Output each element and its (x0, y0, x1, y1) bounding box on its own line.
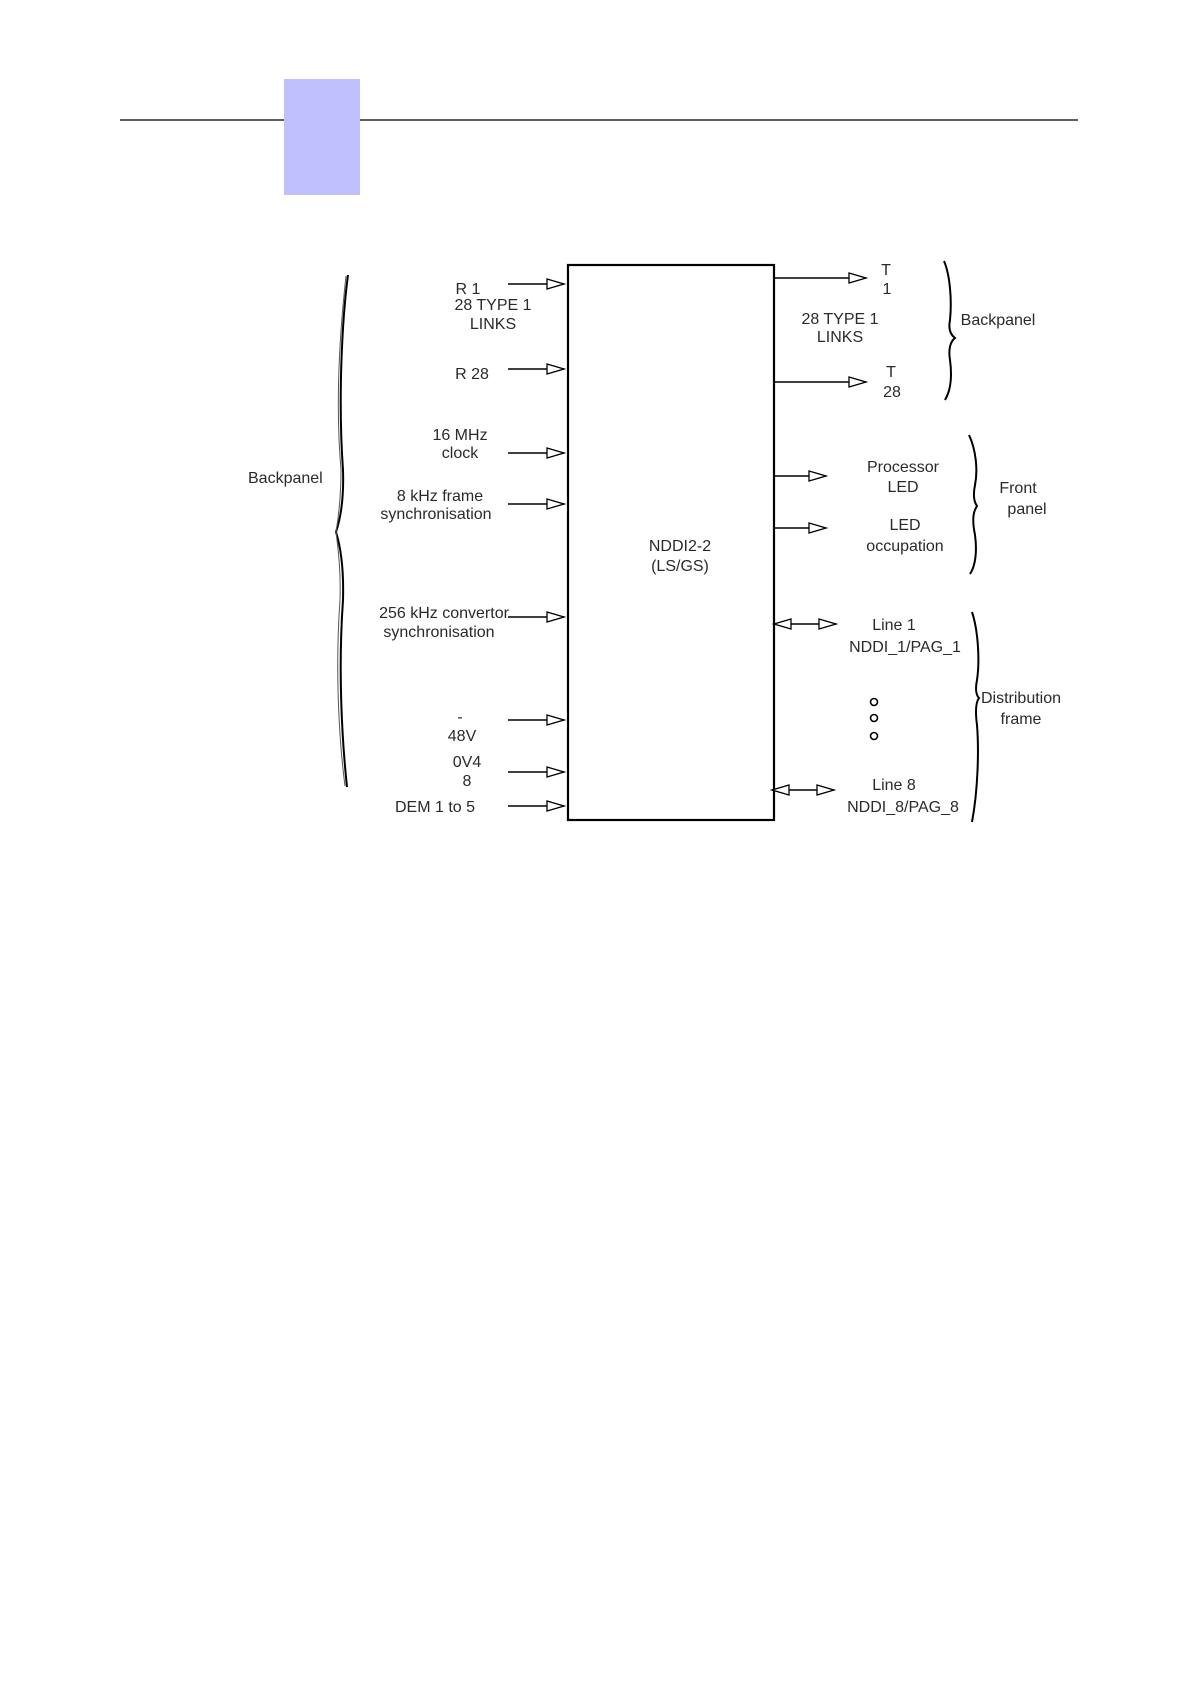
block-label-1: NDDI2-2 (649, 538, 711, 555)
r28-label: R 28 (455, 366, 489, 383)
occupation-label-1: LED (889, 517, 920, 534)
distribution-label-1: Distribution (981, 690, 1061, 707)
occupation-label-2: occupation (866, 538, 943, 555)
ov-label-2: 8 (463, 773, 472, 790)
line1-label-1: Line 1 (872, 617, 916, 634)
in-links-label-2: LINKS (470, 316, 516, 333)
clock-label-1: 16 MHz (432, 427, 487, 444)
line8-label-2: NDDI_8/PAG_8 (847, 799, 959, 816)
frame-label-1: 8 kHz frame (397, 488, 483, 505)
v48-label-1: - (457, 709, 462, 726)
right-brace-backpanel (944, 261, 955, 400)
front-panel-label-1: Front (999, 480, 1037, 497)
frame-label-2: synchronisation (380, 506, 491, 523)
ellipsis-dot (871, 715, 878, 722)
ellipsis-dot (871, 733, 878, 740)
t28-label-1: T (886, 364, 896, 381)
front-panel-label-2: panel (1007, 501, 1046, 518)
left-backpanel-label: Backpanel (248, 470, 323, 487)
dem-label: DEM 1 to 5 (395, 799, 475, 816)
right-brace-distribution (972, 612, 979, 822)
left-brace (336, 275, 348, 787)
block-label-2: (LS/GS) (651, 558, 709, 575)
t1-label-2: 1 (883, 281, 892, 298)
line1-label-2: NDDI_1/PAG_1 (849, 639, 961, 656)
t1-label-1: T (881, 262, 891, 279)
convertor-label-2: synchronisation (383, 624, 494, 641)
convertor-label-1: 256 kHz convertor (379, 605, 510, 622)
ellipsis-dot (871, 699, 878, 706)
in-links-label-1: 28 TYPE 1 (454, 297, 531, 314)
line8-label-1: Line 8 (872, 777, 916, 794)
distribution-label-2: frame (1001, 711, 1042, 728)
clock-label-2: clock (442, 445, 479, 462)
r1-label: R 1 (456, 281, 481, 298)
processor-label-1: Processor (867, 459, 940, 476)
v48-label-2: 48V (448, 728, 477, 745)
processor-label-2: LED (887, 479, 918, 496)
out-links-label-1: 28 TYPE 1 (801, 311, 878, 328)
ov-label-1: 0V4 (453, 754, 482, 771)
right-backpanel-label: Backpanel (961, 312, 1036, 329)
out-links-label-2: LINKS (817, 329, 863, 346)
header-tab (284, 79, 360, 195)
t28-label-2: 28 (883, 384, 901, 401)
right-brace-front-panel (969, 435, 977, 574)
